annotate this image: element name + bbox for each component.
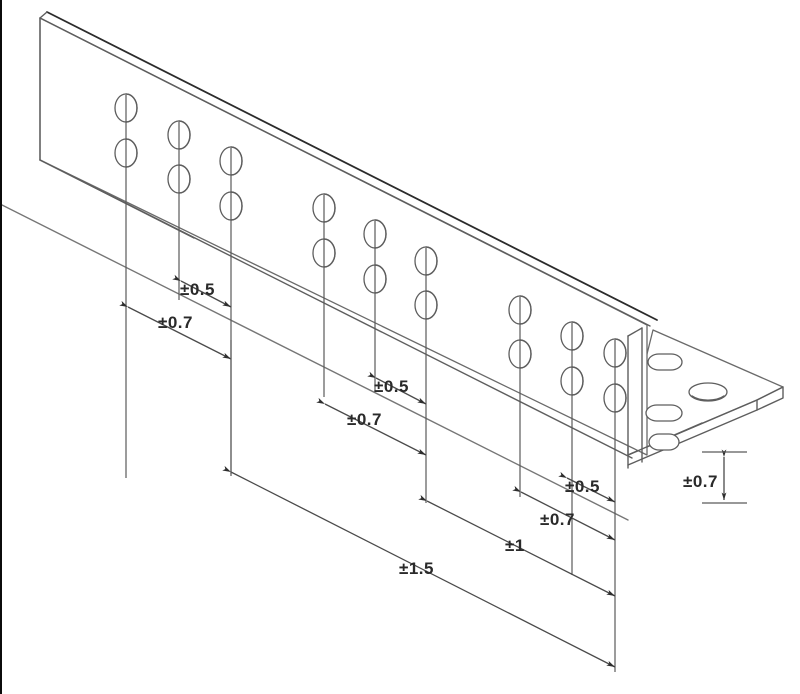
dim-line-d4 <box>316 397 427 456</box>
hole-lower-8-highlight <box>571 366 584 396</box>
dimension-set: ±0.5 ±0.7 ±0.5 ±0.7 ±0.5 ±0.7 ±1 ±1.5 ±0… <box>119 274 747 668</box>
hole-upper-6-highlight <box>425 246 438 276</box>
dim-label-d3: ±0.5 <box>374 377 409 396</box>
hole-upper-2-highlight <box>178 120 191 150</box>
hole-lower-6-highlight <box>425 290 438 320</box>
dim-label-d5: ±0.5 <box>565 477 600 496</box>
hole-column-5 <box>363 219 387 392</box>
dim-label-d6: ±0.7 <box>540 510 575 529</box>
web-top-left-cap <box>39 11 48 19</box>
web-right-end-top-cap <box>627 327 643 337</box>
hole-column-2 <box>167 120 191 300</box>
hole-upper-9-highlight <box>614 338 627 368</box>
dim-label-d2: ±0.7 <box>158 313 193 332</box>
hole-upper-5-highlight <box>374 219 387 249</box>
hole-lower-2-highlight <box>178 164 191 194</box>
hole-lower-7-highlight <box>519 339 532 369</box>
hole-upper-4-highlight <box>323 193 336 223</box>
web-outer-face <box>39 17 648 456</box>
web-end-slot-lower <box>645 404 683 422</box>
flange-front-lower-edge <box>627 409 758 466</box>
web-top-edge-thickness <box>46 11 658 321</box>
hole-lower-9-highlight <box>614 383 627 413</box>
flange-hole-shadow <box>691 395 725 401</box>
hole-column-1 <box>114 93 138 478</box>
dim-line-d2 <box>119 300 232 360</box>
hole-column-9 <box>603 338 627 672</box>
dim-line-d8 <box>222 465 616 668</box>
bracket-body <box>2 11 784 672</box>
web-top-edge-inner <box>39 17 651 327</box>
dim-label-d1: ±0.5 <box>180 280 215 299</box>
hole-lower-1-highlight <box>125 138 138 168</box>
hole-upper-8-highlight <box>571 321 584 351</box>
hole-column-7 <box>508 295 532 497</box>
hole-lower-5-highlight <box>374 264 387 294</box>
hole-upper-3-highlight <box>230 146 243 176</box>
dim-label-d8: ±1.5 <box>399 559 434 578</box>
hole-column-8 <box>560 321 584 575</box>
dim-label-d9: ±0.7 <box>683 472 718 491</box>
web-end-slot-bottom <box>648 433 680 451</box>
hole-lower-3-highlight <box>230 191 243 221</box>
hole-column-6 <box>414 246 438 503</box>
hole-column-4 <box>312 193 336 397</box>
hole-lower-4-highlight <box>323 238 336 268</box>
dim-label-d4: ±0.7 <box>347 410 382 429</box>
web-end-slot-group <box>645 353 683 451</box>
hole-upper-7-highlight <box>519 295 532 325</box>
flange-hole <box>688 382 728 402</box>
dim-label-d7: ±1 <box>505 536 525 555</box>
web-end-slot-upper <box>647 353 683 371</box>
hole-upper-1-highlight <box>125 93 138 123</box>
web-bottom-edge <box>39 159 633 459</box>
